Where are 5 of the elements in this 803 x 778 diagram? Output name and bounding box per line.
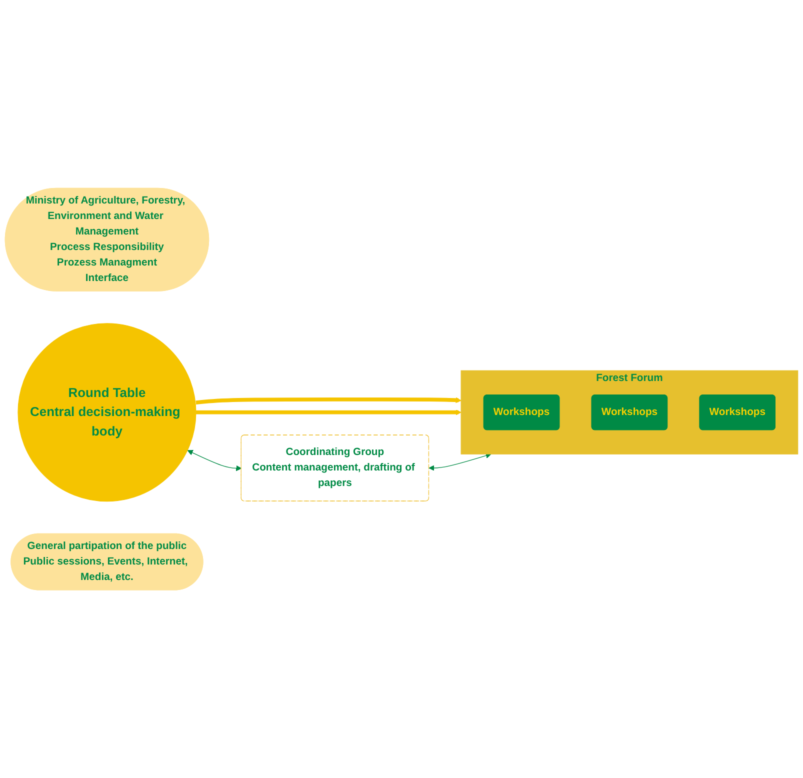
arrow: [196, 397, 462, 404]
node-circle: Round Table Central decision-making body: [18, 323, 196, 502]
arrow: [187, 450, 242, 471]
arrow: [428, 452, 492, 471]
arrow: [196, 409, 462, 416]
